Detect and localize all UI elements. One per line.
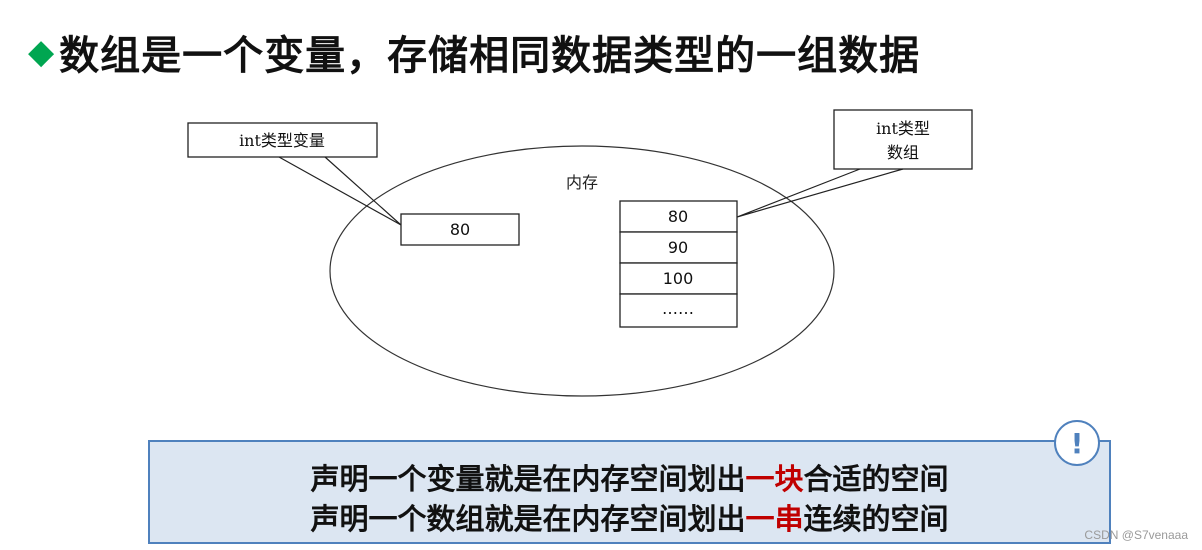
title-text: 数组是一个变量，存储相同数据类型的一组数据: [59, 33, 921, 79]
array-cell-value: 100: [663, 269, 694, 288]
variable-callout-label: int类型变量: [239, 131, 325, 150]
summary-line-array: 声明一个数组就是在内存空间划出一串连续的空间: [150, 496, 1109, 538]
watermark: CSDN @S7venaaa: [1084, 528, 1188, 542]
variable-callout-pointer: [278, 156, 402, 226]
memory-label: 内存: [566, 173, 598, 192]
summary-line-variable: 声明一个变量就是在内存空间划出一块合适的空间: [150, 456, 1109, 498]
summary-line-text: 连续的空间: [803, 502, 949, 536]
page-title: ◆ 数组是一个变量，存储相同数据类型的一组数据: [28, 22, 920, 82]
array-cell: [619, 231, 738, 264]
array-callout-box: [833, 109, 973, 170]
summary-highlight: 一串: [745, 502, 804, 536]
exclamation-icon: !: [1054, 420, 1100, 466]
array-cell-value: ……: [662, 299, 694, 318]
diamond-icon: ◆: [28, 32, 56, 72]
array-callout-label-line2: 数组: [887, 143, 919, 162]
variable-callout-box: [187, 122, 378, 158]
array-cell-value: 90: [668, 238, 688, 257]
array-cell: [619, 293, 738, 328]
summary-line-text: 合适的空间: [803, 462, 949, 496]
summary-highlight: 一块: [745, 462, 804, 496]
array-cell-value: 80: [668, 207, 688, 226]
summary-line-text: 声明一个数组就是在内存空间划出: [310, 502, 746, 536]
array-callout-label-line1: int类型: [876, 119, 930, 138]
variable-box: [400, 213, 520, 246]
variable-value: 80: [450, 220, 470, 239]
summary-line-text: 声明一个变量就是在内存空间划出: [310, 462, 746, 496]
array-cell: [619, 262, 738, 295]
summary-note: 声明一个变量就是在内存空间划出一块合适的空间 声明一个数组就是在内存空间划出一串…: [148, 440, 1111, 544]
